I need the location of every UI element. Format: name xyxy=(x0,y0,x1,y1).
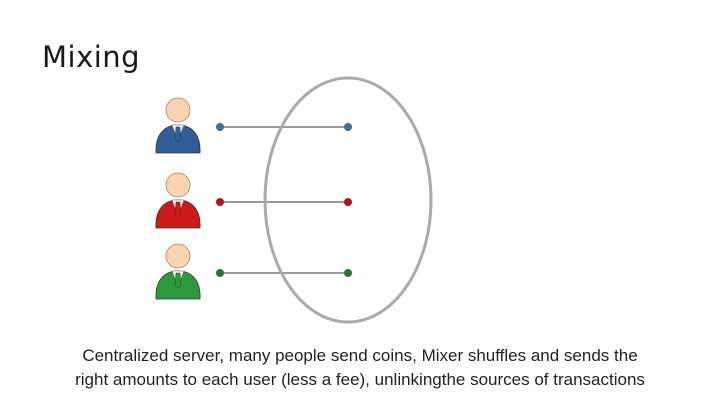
links-group xyxy=(216,123,352,277)
link-start-dot xyxy=(216,198,224,206)
caption-line-2: right amounts to each user (less a fee),… xyxy=(75,370,645,389)
link-end-dot xyxy=(344,269,352,277)
link-start-dot xyxy=(216,269,224,277)
user-link xyxy=(216,123,352,131)
user-link xyxy=(216,269,352,277)
user-icon xyxy=(155,243,201,300)
user-link xyxy=(216,198,352,206)
link-end-dot xyxy=(344,123,352,131)
mixer-ellipse xyxy=(263,76,433,324)
caption-line-1: Centralized server, many people send coi… xyxy=(82,346,638,365)
link-start-dot xyxy=(216,123,224,131)
user-icon xyxy=(155,97,201,154)
user-icon xyxy=(155,172,201,229)
caption: Centralized server, many people send coi… xyxy=(0,344,720,392)
users-group xyxy=(155,97,201,300)
link-end-dot xyxy=(344,198,352,206)
slide-title: Mixing xyxy=(42,40,141,74)
